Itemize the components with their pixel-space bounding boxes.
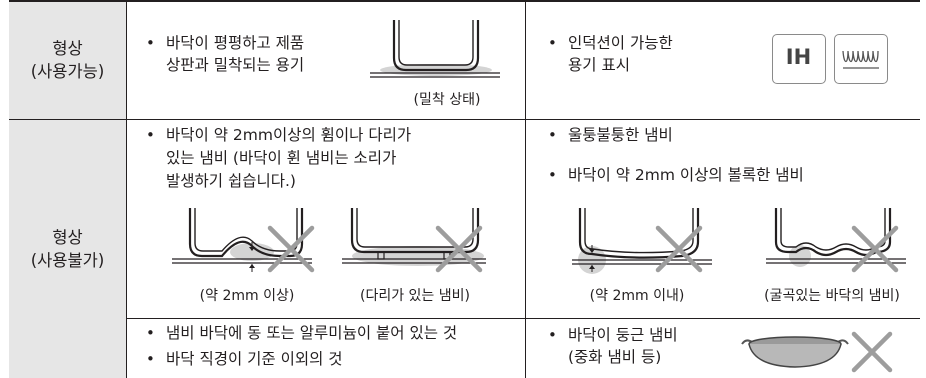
header-cell-usable [9, 1, 126, 119]
pot-inner [356, 208, 474, 248]
wok-body [748, 343, 842, 368]
bullet-text: 바닥이 평평하고 제품 [166, 34, 305, 52]
induction-coil-icon [842, 50, 879, 69]
caption-wavy: (굴곡있는 바닥의 냄비) [764, 288, 900, 304]
wok-illustration [741, 331, 893, 373]
bullet-text: 냄비 바닥에 동 또는 알루미늄이 붙어 있는 것 [166, 324, 458, 342]
cross-icon [267, 225, 315, 273]
bullet-text: 바닥이 약 2mm이상의 휨이나 다리가 [166, 126, 412, 144]
flat-pot-illustration [370, 20, 500, 78]
bullet-dot: • [146, 324, 155, 342]
row-divider-2 [126, 318, 920, 319]
bullet-text: (중화 냄비 등) [568, 348, 662, 366]
convex-pot-illustration [572, 208, 712, 274]
header-unusable-line1: 형상 [52, 228, 83, 247]
bullet-dot: • [548, 166, 557, 184]
gap-area [789, 245, 811, 267]
pot-inner [584, 208, 694, 254]
cross-icon [655, 225, 703, 273]
bullet-text: 바닥 직경이 기준 이외의 것 [166, 350, 343, 368]
cross-icon [851, 225, 899, 273]
header-unusable-line2: (사용불가) [30, 251, 105, 270]
caption-warped: (약 2mm 이상) [199, 288, 295, 304]
pot-outer [578, 208, 700, 259]
caption-convex: (약 2mm 이내) [589, 288, 685, 304]
legged-pot-illustration [342, 208, 486, 273]
bullet-text: 상판과 밀착되는 용기 [166, 56, 305, 74]
bullet-text: 있는 냄비 (바닥이 휜 냄비는 소리가 [166, 149, 397, 167]
caption-legged: (다리가 있는 냄비) [360, 288, 470, 304]
induction-coil-badge [834, 34, 888, 84]
column-divider [525, 0, 526, 378]
warped-pot-illustration [172, 208, 315, 273]
header-usable-line2: (사용가능) [30, 62, 105, 81]
bullet-dot: • [146, 34, 155, 52]
bullet-text: 인덕션이 가능한 [568, 34, 673, 52]
header-divider [126, 0, 127, 378]
header-usable: 형상 (사용가능) [9, 37, 126, 83]
bullet-text: 바닥이 둥근 냄비 [568, 326, 678, 344]
cross-icon [851, 331, 893, 373]
bullet-text: 바닥이 약 2mm 이상의 볼록한 냄비 [568, 166, 804, 184]
caption-contact: (밀착 상태) [413, 92, 481, 108]
bullet-text: 울퉁불퉁한 냄비 [568, 126, 673, 144]
bullet-dot: • [548, 326, 557, 344]
row-divider-1 [9, 119, 920, 120]
ih-badge-text: IH [785, 45, 812, 69]
pot-outer [392, 20, 480, 72]
bullet-text: 발생하기 쉽습니다.) [166, 172, 296, 190]
table-top-border [9, 0, 920, 2]
bullet-text: 용기 표시 [568, 56, 630, 74]
ih-badge: IH [772, 34, 826, 84]
cross-icon [435, 225, 483, 273]
header-cell-unusable [9, 120, 126, 378]
pot-outer [350, 208, 480, 254]
bullet-dot: • [548, 126, 557, 144]
bullet-dot: • [146, 126, 155, 144]
header-usable-line1: 형상 [52, 39, 83, 58]
bullet-dot: • [146, 350, 155, 368]
wavy-pot-illustration [766, 208, 906, 273]
header-unusable: 형상 (사용불가) [9, 226, 126, 272]
pot-inner [398, 20, 474, 66]
bullet-dot: • [548, 34, 557, 52]
